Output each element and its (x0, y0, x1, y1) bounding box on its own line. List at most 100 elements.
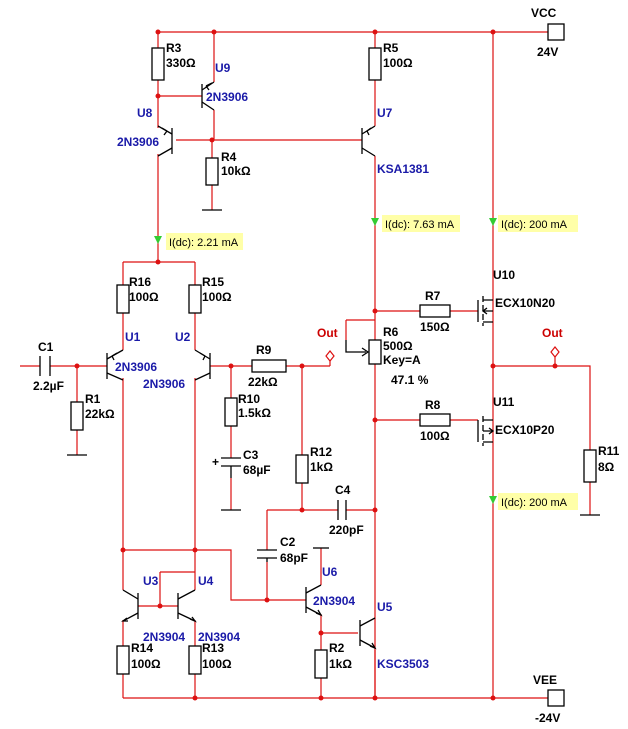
vcc-value: 24V (537, 45, 558, 59)
svg-text:I(dc): 200 mA: I(dc): 200 mA (501, 497, 568, 509)
svg-text:+: + (212, 455, 219, 469)
svg-text:100Ω: 100Ω (202, 657, 232, 671)
resistor-r11[interactable]: R11 8Ω (580, 444, 620, 516)
transistor-u5[interactable]: U5 KSC3503 (359, 600, 429, 671)
resistor-r12[interactable]: R12 1kΩ (295, 445, 333, 484)
svg-text:R2: R2 (329, 641, 345, 655)
svg-text:100Ω: 100Ω (129, 290, 159, 304)
svg-text:R15: R15 (202, 275, 224, 289)
vee-name: VEE (533, 673, 557, 687)
svg-text:2N3904: 2N3904 (198, 630, 240, 644)
resistor-r7[interactable]: R7 150Ω (419, 289, 451, 334)
transistor-u8[interactable]: U8 2N3906 (117, 106, 173, 157)
svg-text:Out: Out (542, 326, 563, 340)
svg-text:68pF: 68pF (280, 551, 308, 565)
resistor-r5[interactable]: R5 100Ω (368, 41, 413, 81)
probe-1[interactable]: I(dc): 2.21 mA (154, 233, 243, 250)
svg-text:U5: U5 (377, 600, 393, 614)
resistor-r4[interactable]: R4 10kΩ (202, 150, 251, 211)
capacitor-c2[interactable]: C2 68pF (257, 535, 308, 565)
resistor-r3[interactable]: R3 330Ω (151, 41, 196, 81)
transistor-u1[interactable]: U1 2N3906 (106, 330, 157, 381)
wires (20, 31, 591, 699)
svg-text:1kΩ: 1kΩ (310, 460, 333, 474)
capacitor-c4[interactable]: C4 220pF (329, 483, 364, 537)
resistor-r9[interactable]: R9 22kΩ (248, 343, 287, 389)
svg-text:U4: U4 (198, 574, 214, 588)
svg-text:U11: U11 (493, 395, 515, 409)
svg-text:U7: U7 (377, 106, 393, 120)
svg-text:I(dc): 200 mA: I(dc): 200 mA (501, 219, 568, 231)
resistor-r1[interactable]: R1 22kΩ (67, 392, 115, 456)
svg-text:U8: U8 (137, 106, 153, 120)
resistor-r14[interactable]: R14 100Ω (116, 641, 161, 675)
mosfet-u10[interactable]: U10 ECX10N20 (477, 268, 555, 326)
svg-text:47.1 %: 47.1 % (391, 373, 429, 387)
vcc-supply: VCC 24V (531, 6, 565, 59)
potentiometer-r6[interactable]: R6 500Ω Key=A 47.1 % (345, 325, 429, 387)
svg-text:10kΩ: 10kΩ (221, 164, 251, 178)
svg-text:2N3904: 2N3904 (313, 594, 355, 608)
svg-text:R14: R14 (131, 641, 153, 655)
svg-text:KSC3503: KSC3503 (377, 657, 429, 671)
resistor-r8[interactable]: R8 100Ω (419, 398, 451, 443)
probe-4[interactable]: I(dc): 200 mA (489, 493, 578, 510)
transistor-u9[interactable]: U9 2N3906 (201, 61, 248, 111)
svg-text:C2: C2 (280, 535, 296, 549)
capacitor-c1[interactable]: C1 2.2µF (33, 340, 64, 393)
capacitor-c3[interactable]: + C3 68µF (212, 448, 271, 511)
svg-text:22kΩ: 22kΩ (248, 375, 278, 389)
svg-text:C3: C3 (243, 448, 259, 462)
transistor-u6[interactable]: U6 2N3904 (305, 547, 355, 617)
svg-text:100Ω: 100Ω (131, 657, 161, 671)
svg-text:220pF: 220pF (329, 523, 364, 537)
svg-text:100Ω: 100Ω (383, 56, 413, 70)
svg-text:2.2µF: 2.2µF (33, 379, 64, 393)
svg-text:2N3906: 2N3906 (117, 135, 159, 149)
svg-text:ECX10N20: ECX10N20 (495, 296, 555, 310)
svg-text:I(dc): 2.21 mA: I(dc): 2.21 mA (169, 237, 239, 249)
vee-value: -24V (535, 711, 560, 725)
svg-text:R1: R1 (85, 392, 101, 406)
svg-text:22kΩ: 22kΩ (85, 407, 115, 421)
svg-text:330Ω: 330Ω (166, 56, 196, 70)
svg-text:R16: R16 (129, 275, 151, 289)
probe-2[interactable]: I(dc): 7.63 mA (371, 215, 460, 232)
vee-supply: VEE -24V (533, 673, 565, 725)
svg-text:C4: C4 (335, 483, 351, 497)
svg-text:R9: R9 (256, 343, 272, 357)
svg-text:I(dc): 7.63 mA: I(dc): 7.63 mA (385, 219, 455, 231)
transistor-u2[interactable]: U2 2N3906 (143, 330, 211, 391)
resistor-r10[interactable]: R10 1.5kΩ (224, 392, 271, 427)
svg-text:KSA1381: KSA1381 (377, 162, 429, 176)
svg-text:500Ω: 500Ω (383, 339, 413, 353)
svg-text:C1: C1 (38, 340, 54, 354)
vcc-name: VCC (531, 6, 557, 20)
svg-text:150Ω: 150Ω (420, 320, 450, 334)
svg-text:ECX10P20: ECX10P20 (495, 423, 555, 437)
transistor-u4[interactable]: U4 2N3904 (177, 574, 240, 644)
transistor-u3[interactable]: U3 2N3904 (121, 574, 185, 644)
transistor-u7[interactable]: U7 KSA1381 (361, 106, 429, 176)
svg-text:R4: R4 (221, 150, 237, 164)
mosfet-u11[interactable]: U11 ECX10P20 (477, 395, 555, 446)
resistor-r16[interactable]: R16 100Ω (116, 275, 159, 314)
svg-text:100Ω: 100Ω (420, 429, 450, 443)
svg-text:R6: R6 (383, 325, 399, 339)
resistor-r13[interactable]: R13 100Ω (188, 641, 232, 675)
svg-text:R12: R12 (310, 445, 332, 459)
svg-text:U2: U2 (175, 330, 191, 344)
probe-3[interactable]: I(dc): 200 mA (489, 215, 578, 232)
svg-text:R3: R3 (166, 41, 182, 55)
svg-text:U10: U10 (493, 268, 515, 282)
resistor-r15[interactable]: R15 100Ω (188, 275, 232, 314)
svg-text:U6: U6 (322, 565, 338, 579)
svg-text:68µF: 68µF (243, 463, 271, 477)
svg-text:R5: R5 (383, 41, 399, 55)
svg-text:R11: R11 (598, 444, 620, 458)
net-out-left: Out (317, 326, 338, 366)
svg-text:U9: U9 (215, 61, 231, 75)
resistor-r2[interactable]: R2 1kΩ (314, 641, 352, 679)
